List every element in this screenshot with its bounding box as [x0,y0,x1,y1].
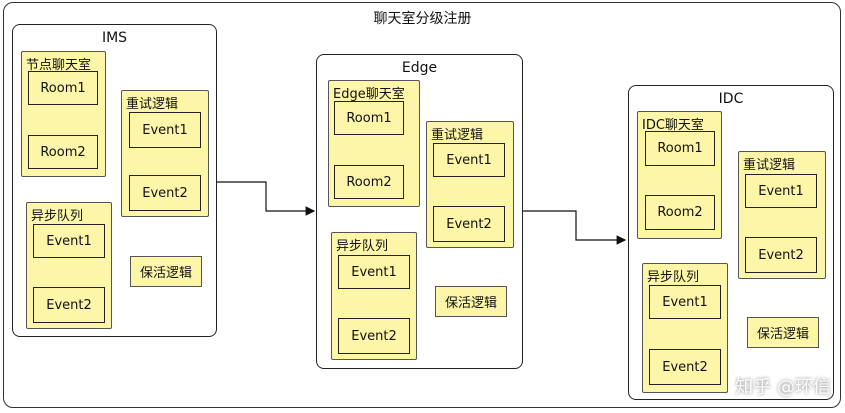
edge-queue-event2: Event2 [338,318,410,354]
ims-queue-event2: Event2 [33,287,105,323]
edge-queue-label: 异步队列 [336,239,389,254]
idc-region-label: IDC [718,91,744,107]
edge-region-label: Edge [401,60,438,76]
ims-to-edge-arrow [217,181,316,216]
ims-queue-label: 异步队列 [31,209,84,224]
idc-retry-event2: Event2 [745,237,817,273]
idc-keepalive: 保活逻辑 [747,317,819,348]
ims-rooms-label: 节点聊天室 [26,58,92,73]
watermark: 知乎 @环信 [735,377,831,398]
ims-keepalive: 保活逻辑 [130,256,202,287]
ims-room1: Room1 [28,71,98,105]
ims-retry-event1: Event1 [129,112,201,148]
ims-queue-event1: Event1 [33,224,105,258]
idc-retry-event1: Event1 [745,174,817,208]
idc-rooms-label: IDC聊天室 [642,118,704,133]
ims-room2: Room2 [28,135,98,169]
idc-queue-label: 异步队列 [647,270,700,285]
diagram-title: 聊天室分级注册 [373,11,472,27]
idc-room1: Room1 [645,131,715,166]
edge-retry-event2: Event2 [433,206,505,242]
idc-queue-event2: Event2 [649,349,721,385]
idc-room2: Room2 [645,195,715,230]
edge-room1: Room1 [334,101,404,135]
edge-rooms-label: Edge聊天室 [333,87,405,102]
idc-queue-event1: Event1 [649,285,721,319]
ims-retry-label: 重试逻辑 [126,97,179,112]
ims-retry-event2: Event2 [129,175,201,211]
edge-to-idc-arrow [523,210,627,245]
idc-retry-label: 重试逻辑 [743,158,796,173]
edge-queue-event1: Event1 [338,255,410,289]
edge-keepalive: 保活逻辑 [435,286,507,317]
edge-retry-label: 重试逻辑 [431,128,484,143]
ims-region-label: IMS [101,30,128,46]
edge-retry-event1: Event1 [433,143,505,177]
edge-room2: Room2 [334,165,404,199]
